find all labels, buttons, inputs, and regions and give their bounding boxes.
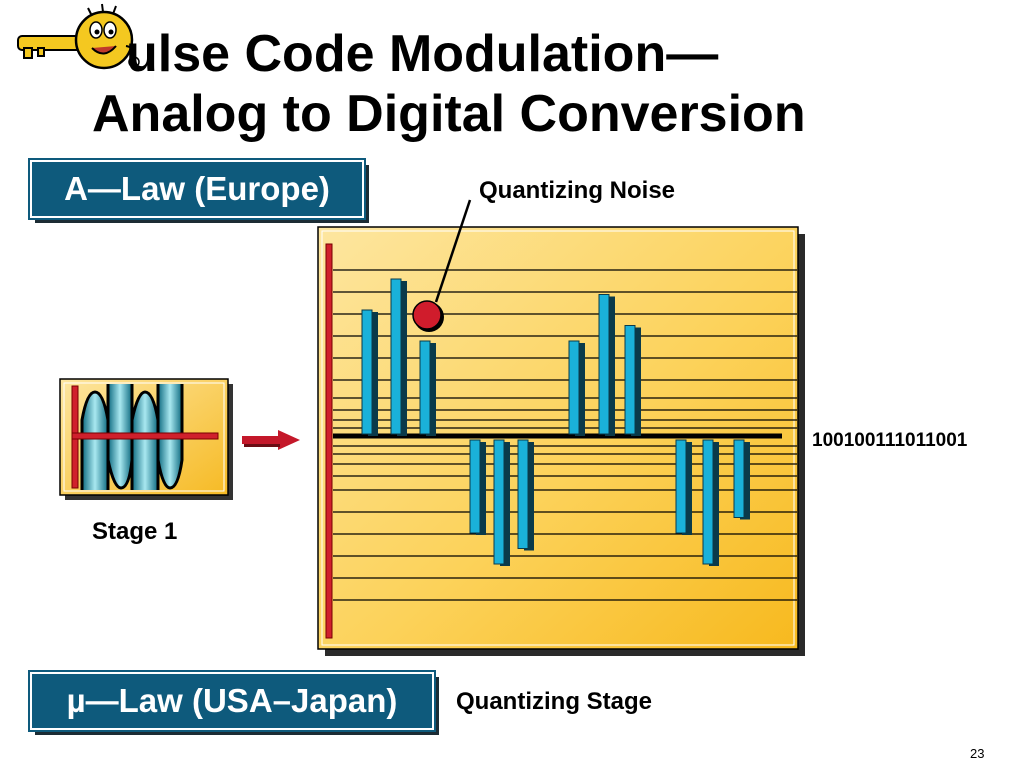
red-dot-icon [412,300,444,332]
stage1-panel [59,378,233,500]
sample-bar-shadow [575,343,585,436]
mu-law-box: µ—Law (USA–Japan) [28,670,436,732]
sample-bar [493,439,505,565]
binary-output-label: 100100111011001 [812,430,968,451]
sample-bar [675,439,687,534]
sample-bar [702,439,714,565]
quantization-levels [333,269,797,601]
quantizing-noise-label: Quantizing Noise [479,177,676,204]
sample-bar [469,439,481,534]
noise-pointer-line [434,199,472,303]
stage1-label: Stage 1 [92,518,178,545]
sample-bar-shadow [605,296,615,436]
sample-bar-shadow [631,327,641,436]
page-number: 23 [970,746,985,761]
sample-bar-shadow [682,442,692,535]
sample-bar [624,325,636,435]
sample-bar [517,439,529,549]
sample-bar-shadow [500,442,510,566]
quantizing-panel [317,226,805,656]
slide-title: ulse Code Modulation— Analog to Digital … [92,24,952,144]
sample-bar [568,340,580,435]
title-line-1: ulse Code Modulation— [126,25,719,83]
key-character-icon [17,3,140,70]
a-law-box: A—Law (Europe) [28,158,366,220]
quantizing-stage-label: Quantizing Stage [456,688,653,715]
sample-bars [361,278,750,566]
sample-bar [733,439,745,518]
sample-bar-shadow [426,343,436,436]
time-axis [325,243,333,639]
sample-bar [390,278,402,435]
sample-bar [361,309,373,435]
red-arrow-icon [242,430,300,450]
sample-bar-shadow [476,442,486,535]
sample-bar-shadow [368,312,378,436]
title-line-2: Analog to Digital Conversion [92,85,806,143]
sample-bar-shadow [524,442,534,551]
sample-bar [598,294,610,435]
sample-bar [419,340,431,435]
sample-bar-shadow [740,442,750,520]
sample-bar-shadow [397,281,407,436]
sample-bar-shadow [709,442,719,566]
